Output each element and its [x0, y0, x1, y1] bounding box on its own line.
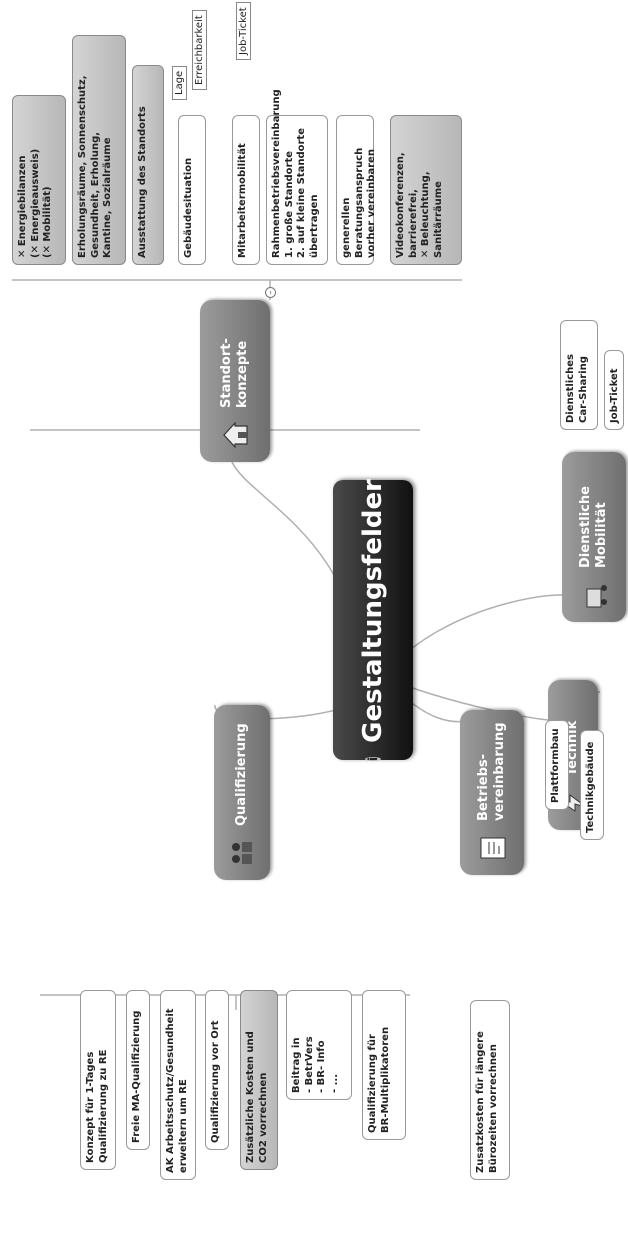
branch-label: Dienstliche Mobilität: [577, 486, 609, 568]
house-icon: [223, 421, 248, 449]
people-icon: [232, 842, 252, 864]
central-topic[interactable]: i Gestaltungsfelder: [333, 479, 413, 761]
topic-vor-ort[interactable]: Qualifizierung vor Ort: [205, 990, 229, 1150]
topic-zusatzkosten[interactable]: Zusatzkosten für längere Bürozeiten vorr…: [470, 1000, 510, 1180]
topic-freie-ma[interactable]: Freie MA-Qualifizierung: [126, 990, 150, 1150]
topic-konzept[interactable]: Konzept für 1-Tages Qualifizierung zu RE: [80, 990, 116, 1170]
topic-gebaeudesituation[interactable]: Gebäudesituation: [178, 115, 206, 265]
topic-videokonferenzen[interactable]: Videokonferenzen, barrierefrei, ✕ Beleuc…: [390, 115, 462, 265]
branch-label: Betriebs- vereinbarung: [475, 722, 507, 821]
branch-label: Standort- konzepte: [218, 338, 250, 408]
topic-erholungsraeume[interactable]: Erholungsräume, Sonnenschutz, Gesundheit…: [72, 35, 126, 265]
topic-plattformbau[interactable]: Plattformbau: [545, 720, 569, 810]
clipboard-icon: [480, 837, 506, 859]
leaf-job-ticket[interactable]: Job-Ticket: [236, 2, 251, 60]
topic-mitarbeitermobilitaet[interactable]: Mitarbeitermobilität: [232, 115, 260, 265]
info-icon[interactable]: i: [365, 756, 381, 761]
branch-standortkonzepte[interactable]: Standort- konzepte: [200, 300, 270, 462]
topic-job-ticket[interactable]: Job-Ticket: [604, 350, 624, 430]
transport-icon: [586, 585, 607, 608]
leaf-lage[interactable]: Lage: [172, 65, 187, 100]
leaf-erreichbarkeit[interactable]: Erreichbarkeit: [192, 10, 207, 90]
topic-energiebilanzen[interactable]: ✕ Energiebilanzen (✕ Energieausweis) (✕ …: [12, 95, 66, 265]
topic-technikgebaeude[interactable]: Technikgebäude: [580, 730, 604, 840]
topic-ak-arbeitsschutz[interactable]: AK Arbeitsschutz/Gesundheit erweitern um…: [160, 990, 196, 1180]
central-topic-label: Gestaltungsfelder: [358, 479, 388, 743]
branch-label: Qualifizierung: [233, 723, 249, 826]
branch-dienstliche-mobilitaet[interactable]: Dienstliche Mobilität: [562, 452, 626, 622]
topic-zusaetzliche-kosten[interactable]: Zusätzliche Kosten und CO2 vorrechnen: [240, 990, 278, 1170]
topic-beratungsanspruch[interactable]: generellen Beratungsanspruch vorher vere…: [336, 115, 377, 265]
topic-beitrag[interactable]: Beitrag in - BetrVers - BR- Info - ...: [286, 990, 352, 1100]
branch-betriebsvereinbarung[interactable]: Betriebs- vereinbarung: [460, 710, 524, 875]
collapse-toggle[interactable]: –: [265, 287, 276, 298]
topic-car-sharing[interactable]: Dienstliches Car-Sharing: [560, 320, 598, 430]
topic-br-multiplikatoren[interactable]: Qualifizierung für BR-Multiplikatoren: [362, 990, 406, 1140]
topic-ausstattung[interactable]: Ausstattung des Standorts: [132, 65, 164, 265]
branch-qualifizierung[interactable]: Qualifizierung: [214, 705, 270, 880]
topic-rahmenbetriebsvereinbarung[interactable]: Rahmenbetriebsvereinbarung 1. große Stan…: [266, 89, 328, 265]
